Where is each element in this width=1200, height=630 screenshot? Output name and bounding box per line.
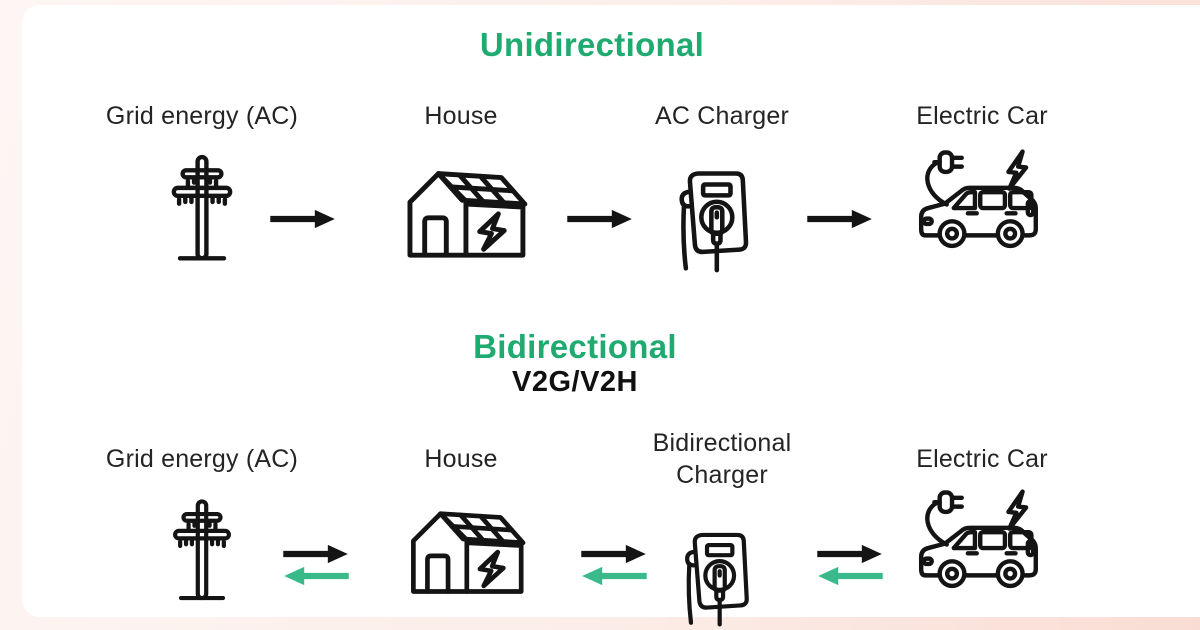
- electric-car-icon: [915, 488, 1049, 594]
- node-label-house: House: [424, 444, 498, 473]
- node-label-bidirectional-charger: Bidirectional Charger: [652, 428, 792, 490]
- solar-house-icon: [396, 153, 530, 263]
- bidirectional-arrow-pair: [579, 544, 649, 586]
- flow-arrow-right-icon: [565, 209, 635, 229]
- node-label-house: House: [424, 101, 498, 130]
- section-title-unidirectional: Unidirectional: [479, 26, 705, 63]
- flow-arrow-right-icon: [268, 209, 338, 229]
- ev-charger-icon: [674, 164, 756, 276]
- flow-arrow-left-icon: [815, 566, 885, 586]
- flow-arrow-right-icon: [815, 544, 885, 564]
- flow-arrow-right-icon: [579, 544, 649, 564]
- section-title-bidirectional: Bidirectional: [473, 328, 677, 365]
- ev-charger-icon: [680, 526, 756, 630]
- node-label-ac-charger: AC Charger: [655, 101, 789, 130]
- flow-arrow-right-icon: [281, 544, 351, 564]
- flow-arrow-right-icon: [805, 209, 875, 229]
- node-label-grid: Grid energy (AC): [105, 101, 299, 130]
- node-label-electric-car: Electric Car: [916, 444, 1048, 473]
- bidirectional-arrow-pair: [281, 544, 351, 586]
- electric-car-icon: [915, 148, 1049, 254]
- utility-pole-icon: [158, 148, 246, 270]
- node-label-grid: Grid energy (AC): [105, 444, 299, 473]
- solar-house-icon: [400, 494, 528, 599]
- utility-pole-icon: [160, 492, 244, 610]
- bidirectional-arrow-pair: [815, 544, 885, 586]
- section-subtitle-v2g-v2h: V2G/V2H: [512, 366, 638, 398]
- node-label-electric-car: Electric Car: [916, 101, 1048, 130]
- flow-arrow-left-icon: [579, 566, 649, 586]
- flow-arrow-left-icon: [281, 566, 351, 586]
